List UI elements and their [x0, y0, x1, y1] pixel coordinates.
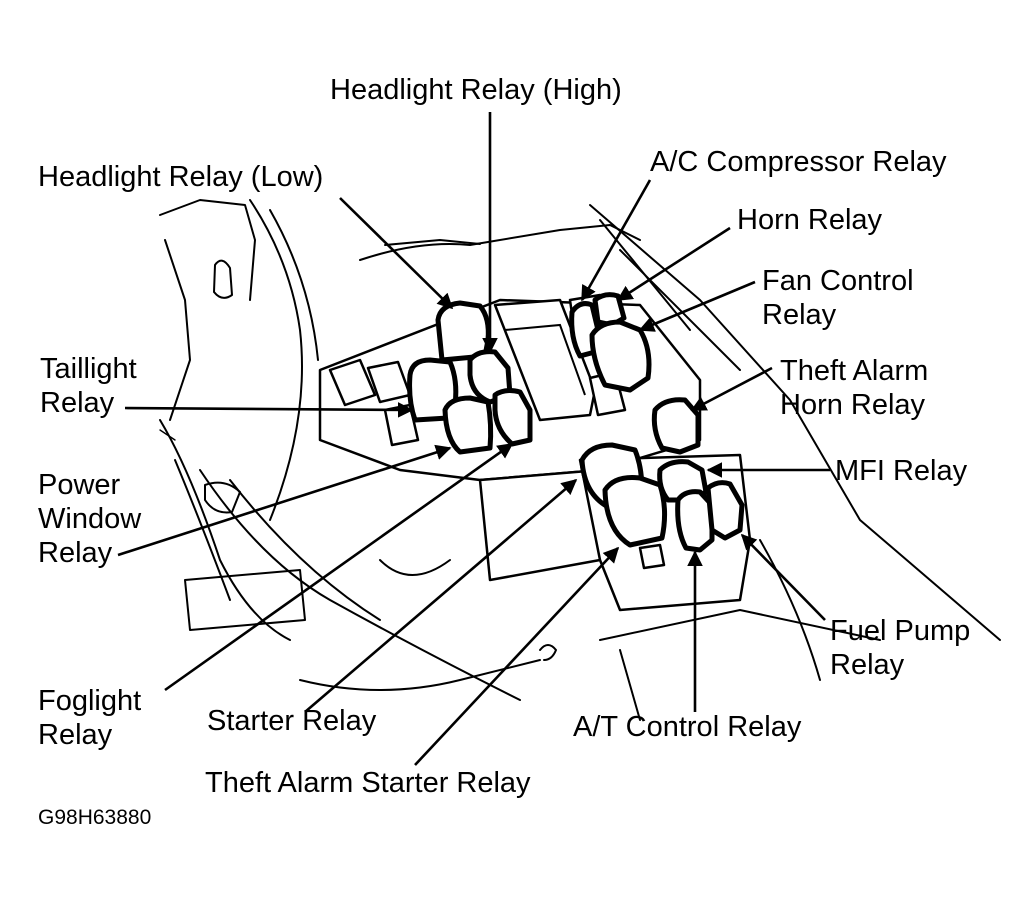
leader-headlight-low: [339, 197, 454, 310]
label-mfi-relay: MFI Relay: [835, 455, 968, 487]
relays: [407, 292, 745, 553]
engine-bay-sketch: [159, 199, 1001, 721]
relay-foglight: [492, 388, 533, 447]
label-ac-compressor-relay: A/C Compressor Relay: [650, 146, 947, 178]
leader-power-window: [117, 444, 452, 557]
relay-theft-alarm-horn: [651, 397, 701, 455]
label-horn-relay: Horn Relay: [737, 204, 883, 236]
leader-foglight: [164, 442, 514, 692]
leader-starter: [304, 478, 578, 713]
leader-lines: [117, 112, 830, 766]
leader-theft-alarm-horn: [690, 366, 773, 412]
relay-power-window: [442, 395, 494, 455]
label-headlight-relay-low: Headlight Relay (Low): [38, 161, 324, 193]
label-headlight-relay-high: Headlight Relay (High): [330, 74, 622, 106]
leader-ac-compressor: [580, 179, 652, 302]
relay-fuel-pump: [705, 480, 745, 541]
relay-fan-control: [589, 319, 652, 393]
relay-at-control: [675, 489, 715, 553]
relay-theft-alarm-starter: [602, 475, 668, 548]
leader-horn: [616, 226, 731, 302]
leader-fuel-pump: [740, 533, 826, 621]
leader-taillight: [124, 402, 414, 418]
figure-code: G98H63880: [38, 806, 152, 829]
label-at-control-relay: A/T Control Relay: [573, 711, 802, 743]
label-theft-alarm-starter-relay: Theft Alarm Starter Relay: [205, 767, 531, 799]
relay-taillight: [407, 357, 459, 423]
leader-fan-control: [638, 280, 756, 332]
label-starter-relay: Starter Relay: [207, 705, 377, 737]
leader-theft-alarm-starter: [414, 546, 620, 766]
